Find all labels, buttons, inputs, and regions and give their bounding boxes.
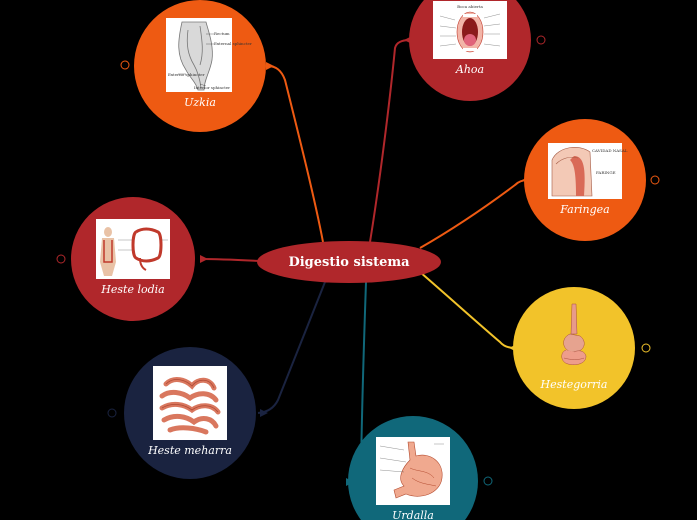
node-ahoa-label: Ahoa: [455, 63, 484, 76]
mouth-icon: [456, 11, 484, 53]
node-heste-meharra-label: Heste meharra: [147, 444, 232, 457]
esophagus-icon: [561, 303, 587, 365]
collapse-bubble-ahoa[interactable]: [536, 35, 546, 45]
uzkia-label-externo: Externo sphincter: [168, 72, 205, 77]
connector-heste-lodia: [201, 258, 261, 262]
collapse-bubble-uzkia[interactable]: [120, 60, 130, 70]
large-intestine-icon: [100, 227, 163, 276]
faringea-label-faringe: FARINGE: [596, 170, 616, 175]
collapse-bubble-heste-meharra[interactable]: [107, 408, 117, 418]
uzkia-label-interior: Interior sphincter: [194, 85, 230, 90]
connectors: [201, 39, 529, 483]
uzkia-label-ext-sphincter: External sphincter: [214, 41, 252, 46]
central-topic[interactable]: Digestio sistema: [257, 241, 441, 283]
connector-uzkia: [267, 65, 324, 243]
collapse-bubbles: [56, 35, 660, 486]
marker-heste-lodia: [200, 255, 208, 263]
node-heste-meharra[interactable]: Heste meharra: [124, 347, 256, 479]
connector-faringea: [419, 179, 529, 249]
node-heste-lodia[interactable]: Heste lodia: [71, 197, 195, 321]
connector-ahoa: [369, 39, 411, 243]
central-topic-label: Digestio sistema: [288, 255, 410, 270]
connector-heste-meharra: [257, 281, 326, 414]
node-urdalla[interactable]: Urdalla: [348, 416, 478, 520]
node-faringea-label: Faringea: [559, 203, 609, 216]
node-urdalla-label: Urdalla: [392, 509, 434, 520]
node-uzkia[interactable]: Rectum External sphincter Externo sphinc…: [134, 0, 266, 132]
node-heste-lodia-label: Heste lodia: [100, 283, 164, 296]
node-hestegorria[interactable]: Hestegorria: [513, 287, 635, 409]
marker-heste-meharra: [260, 409, 268, 417]
collapse-bubble-urdalla[interactable]: [483, 476, 493, 486]
ahoa-illus-title: Boca abierta: [457, 4, 483, 9]
faringea-label-nasal: CAVIDAD NASAL: [592, 148, 628, 153]
connector-hestegorria: [419, 271, 516, 349]
node-ahoa[interactable]: Boca abierta Ahoa: [409, 0, 531, 101]
collapse-bubble-faringea[interactable]: [650, 175, 660, 185]
node-hestegorria-label: Hestegorria: [540, 378, 608, 391]
stomach-icon: [393, 441, 443, 499]
collapse-bubble-hestegorria[interactable]: [641, 343, 651, 353]
uzkia-label-rectum: Rectum: [214, 31, 230, 36]
collapse-bubble-heste-lodia[interactable]: [56, 254, 66, 264]
pharynx-icon: [551, 147, 593, 197]
anal-canal-icon: [178, 21, 213, 91]
node-faringea[interactable]: CAVIDAD NASAL FARINGE Faringea: [524, 119, 646, 241]
marker-uzkia: [266, 62, 274, 70]
central-topic-ellipse[interactable]: [257, 241, 441, 283]
node-uzkia-label: Uzkia: [184, 96, 216, 109]
